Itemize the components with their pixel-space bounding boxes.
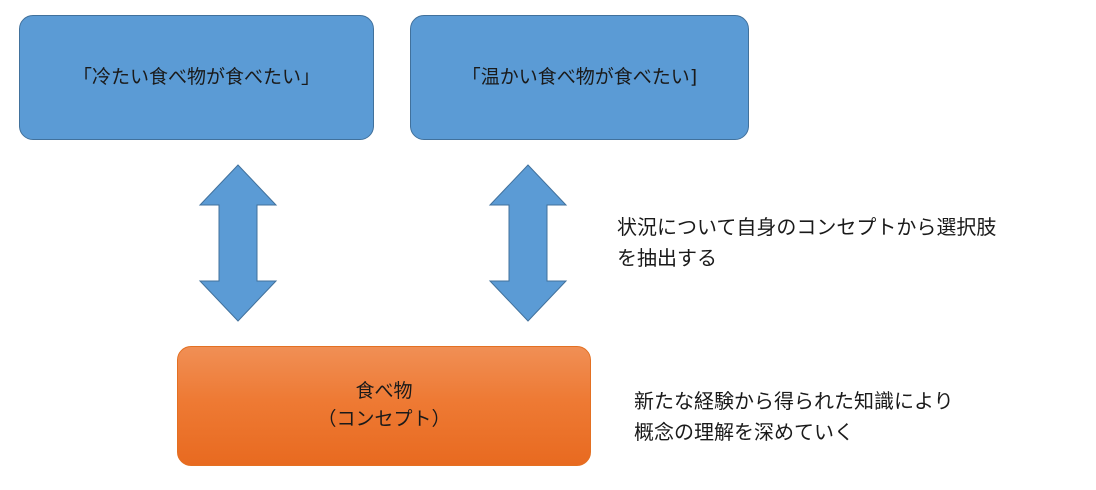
cold-food-desire-label: 「冷たい食べ物が食べたい」: [72, 65, 320, 88]
food-concept-box: 食べ物 （コンセプト）: [177, 346, 591, 466]
food-concept-subtitle: （コンセプト）: [317, 408, 451, 430]
double-arrow-right-icon: [488, 164, 568, 322]
cold-food-desire-box: 「冷たい食べ物が食べたい」: [19, 15, 374, 140]
deepen-understanding-line-1: 新たな経験から得られた知識により: [634, 389, 954, 413]
extract-options-line-2: を抽出する: [617, 246, 717, 270]
food-concept-title: 食べ物: [355, 380, 413, 403]
deepen-understanding-note: 新たな経験から得られた知識により 概念の理解を深めていく: [634, 386, 954, 448]
deepen-understanding-line-2: 概念の理解を深めていく: [634, 420, 854, 444]
warm-food-desire-label: 「温かい食べ物が食べたい]: [461, 65, 698, 88]
extract-options-note: 状況について自身のコンセプトから選択肢 を抽出する: [617, 212, 996, 274]
warm-food-desire-box: 「温かい食べ物が食べたい]: [410, 15, 749, 140]
extract-options-line-1: 状況について自身のコンセプトから選択肢: [617, 215, 997, 239]
double-arrow-left-icon: [198, 164, 278, 322]
